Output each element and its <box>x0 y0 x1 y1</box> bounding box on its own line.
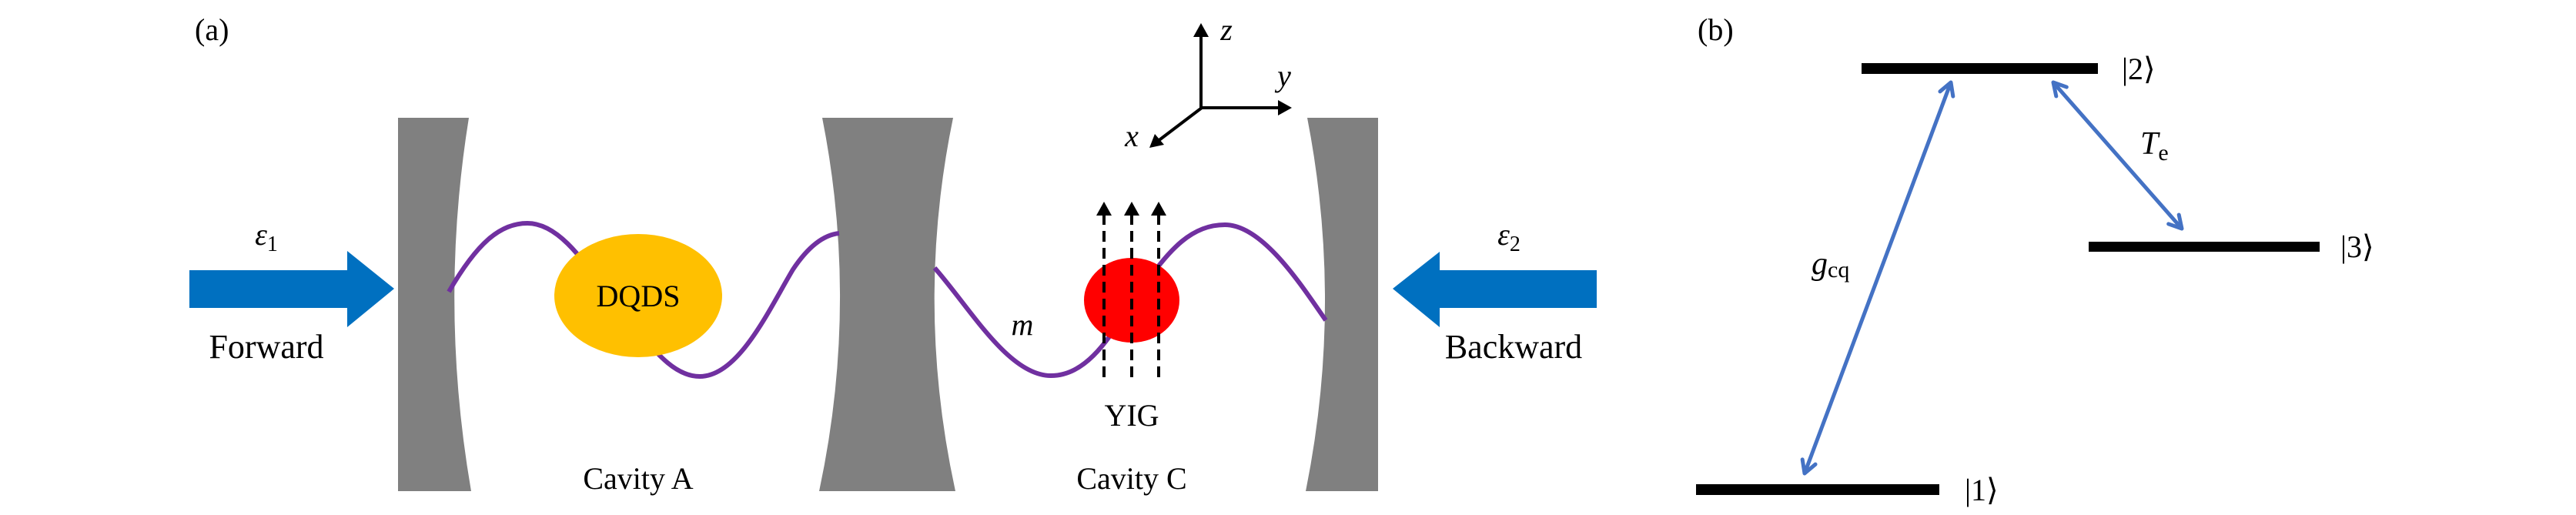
gcq-label: gcq <box>1812 246 1849 283</box>
cavity-a-label: Cavity A <box>583 461 693 496</box>
panel-a-label: (a) <box>195 12 229 47</box>
level-2-line <box>1862 63 2098 74</box>
forward-input-arrow <box>189 251 394 327</box>
level-2-ket: |2⟩ <box>2122 52 2156 86</box>
te-label: Te <box>2140 126 2169 166</box>
middle-mirror <box>819 118 955 491</box>
yig-label: YIG <box>1104 398 1159 433</box>
magnetic-field-arrows <box>1096 202 1166 377</box>
panel-b-label: (b) <box>1698 12 1734 47</box>
y-axis-label: y <box>1274 59 1291 93</box>
right-mirror <box>1306 118 1378 491</box>
dqds-ellipse <box>554 234 722 357</box>
panel-b: (b) |2⟩ |3⟩ |1⟩ gcq Te <box>1696 12 2374 507</box>
coordinate-axes: z y x <box>1124 12 1292 153</box>
dqds-label: DQDS <box>597 279 681 313</box>
x-axis-label: x <box>1124 119 1139 153</box>
z-axis-arrowhead <box>1193 23 1209 37</box>
magnon-label: m <box>1012 307 1034 342</box>
y-axis-arrowhead <box>1278 100 1292 115</box>
gcq-coupling-arrow <box>1800 80 1955 476</box>
epsilon-2-label: ε2 <box>1497 217 1521 256</box>
field-arrowheads <box>1096 202 1166 216</box>
x-axis <box>1156 106 1203 143</box>
level-1-line <box>1696 484 1939 495</box>
x-axis-arrowhead <box>1149 134 1164 148</box>
epsilon-1-label: ε1 <box>255 217 278 256</box>
left-mirror <box>398 118 471 491</box>
cavity-c-label: Cavity C <box>1076 461 1186 496</box>
level-3-ket: |3⟩ <box>2340 229 2374 264</box>
forward-label: Forward <box>209 328 323 366</box>
z-axis-label: z <box>1219 12 1233 47</box>
level-1-ket: |1⟩ <box>1965 473 1999 507</box>
level-3-line <box>2089 242 2320 252</box>
te-coupling-arrow <box>2051 80 2184 231</box>
backward-label: Backward <box>1445 328 1582 366</box>
panel-a: (a) DQDS m YIG Cavity A Cavity C ε1 Forw… <box>189 12 1597 496</box>
backward-input-arrow <box>1393 252 1597 327</box>
